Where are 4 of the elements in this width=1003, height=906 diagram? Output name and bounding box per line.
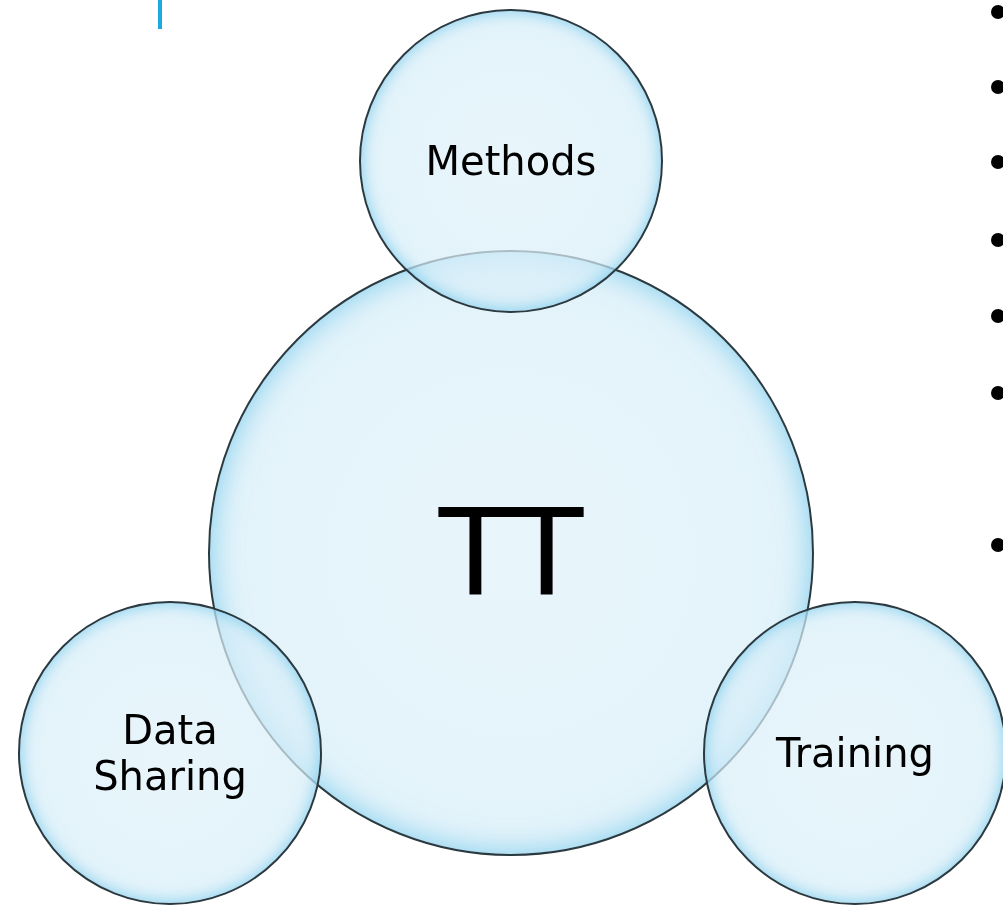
circle-label: Data Sharing <box>92 707 248 799</box>
circle-label: Methods <box>424 138 598 184</box>
circle-label: Training <box>775 730 935 776</box>
circle-label: TT <box>437 484 585 622</box>
